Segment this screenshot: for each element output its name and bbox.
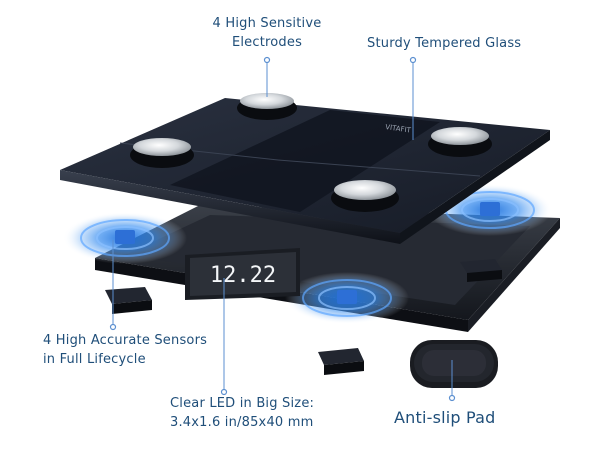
sensor-glow-front bbox=[285, 272, 409, 324]
callout-sensors-line1: 4 High Accurate Sensors bbox=[43, 333, 208, 348]
sensor-glow-left bbox=[63, 212, 187, 264]
callout-glass-line1: Sturdy Tempered Glass bbox=[367, 36, 522, 51]
callout-sensors: 4 High Accurate Sensors in Full Lifecycl… bbox=[43, 331, 207, 369]
electrode-front bbox=[331, 180, 399, 212]
callout-electrodes-line2: Electrodes bbox=[231, 35, 303, 50]
callout-pad: Anti-slip Pad bbox=[394, 408, 496, 427]
foot-left bbox=[105, 287, 152, 314]
led-reading: 12.22 bbox=[210, 263, 276, 288]
brand-logo: VITAFIT bbox=[385, 123, 412, 135]
callout-glass: Sturdy Tempered Glass bbox=[367, 34, 521, 53]
callout-led: Clear LED in Big Size: 3.4x1.6 in/85x40 … bbox=[170, 394, 314, 432]
callout-lines bbox=[109, 56, 456, 402]
electrode-left bbox=[130, 138, 194, 168]
callout-led-line1: Clear LED in Big Size: bbox=[170, 396, 315, 411]
callout-sensors-line2: in Full Lifecycle bbox=[43, 352, 146, 367]
electrode-top bbox=[237, 93, 297, 120]
anti-slip-pad-inset bbox=[410, 340, 498, 388]
callout-led-line2: 3.4x1.6 in/85x40 mm bbox=[170, 415, 314, 430]
led-display: 12.22 bbox=[185, 248, 300, 300]
callout-electrodes-line1: 4 High Sensitive bbox=[212, 16, 322, 31]
callout-pad-line1: Anti-slip Pad bbox=[394, 408, 496, 427]
glass-plate: VITAFIT bbox=[60, 98, 550, 244]
electrode-right bbox=[428, 127, 492, 157]
callout-electrodes: 4 High Sensitive Electrodes bbox=[206, 14, 328, 52]
foot-right bbox=[460, 259, 502, 282]
foot-front bbox=[318, 348, 364, 375]
